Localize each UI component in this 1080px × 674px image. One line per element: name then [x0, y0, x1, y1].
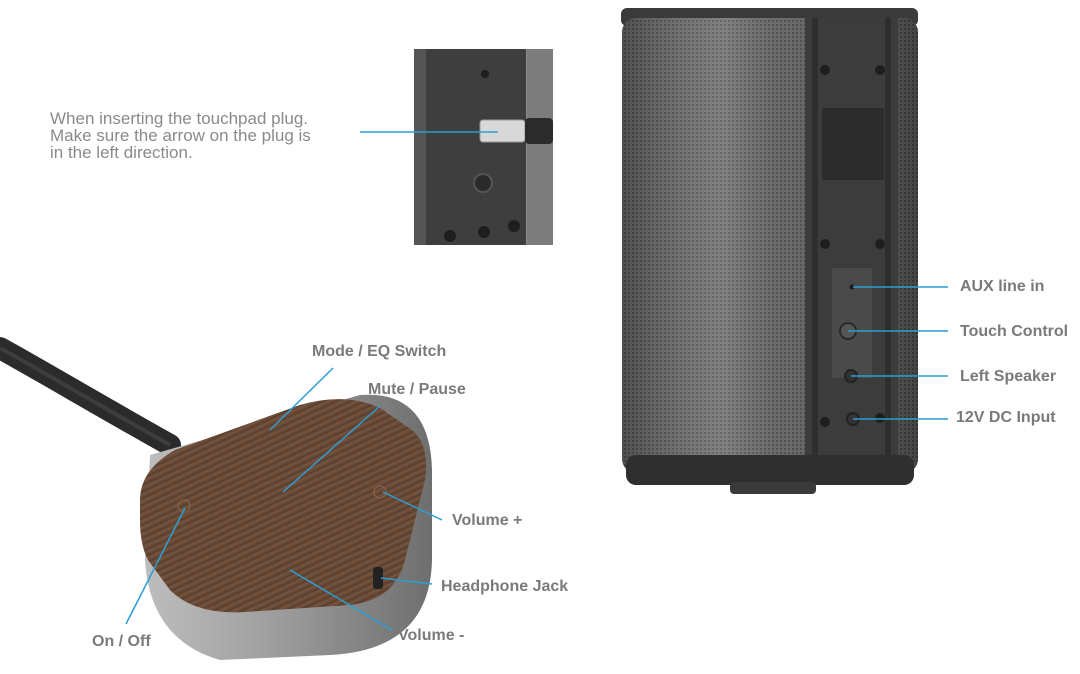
label-touch-control: Touch Control [960, 323, 1069, 340]
label-mute-pause: Mute / Pause [368, 381, 466, 398]
speaker-illustration [621, 8, 918, 494]
plug-connector [479, 119, 526, 143]
label-on-off: On / Off [92, 633, 151, 650]
plug-instruction-note: When inserting the touchpad plug. Make s… [50, 110, 370, 161]
touchpad-wood-top [140, 399, 427, 613]
aux-port [849, 284, 855, 290]
label-mode-eq-switch: Mode / EQ Switch [312, 343, 447, 360]
label-dc-input: 12V DC Input [956, 409, 1056, 426]
speaker-base [626, 455, 914, 485]
leader-voldown [289, 569, 393, 631]
leader-jack [380, 577, 433, 585]
label-volume-up: Volume + [452, 512, 523, 529]
leader-mute [282, 405, 381, 493]
leader-mode [269, 367, 334, 431]
headphone-jack [373, 567, 383, 589]
label-headphone-jack: Headphone Jack [441, 578, 569, 595]
plug-inset-photo [414, 49, 553, 245]
note-line-3: in the left direction. [50, 143, 193, 162]
label-volume-down: Volume - [398, 627, 465, 644]
label-aux-line-in: AUX line in [960, 278, 1045, 295]
note-line-1: When inserting the touchpad plug. [50, 109, 309, 128]
leader-volup [382, 491, 443, 521]
touchpad-illustration [0, 337, 432, 660]
leader-onoff [125, 507, 186, 625]
note-line-2: Make sure the arrow on the plug is [50, 126, 311, 145]
label-left-speaker: Left Speaker [960, 368, 1057, 385]
